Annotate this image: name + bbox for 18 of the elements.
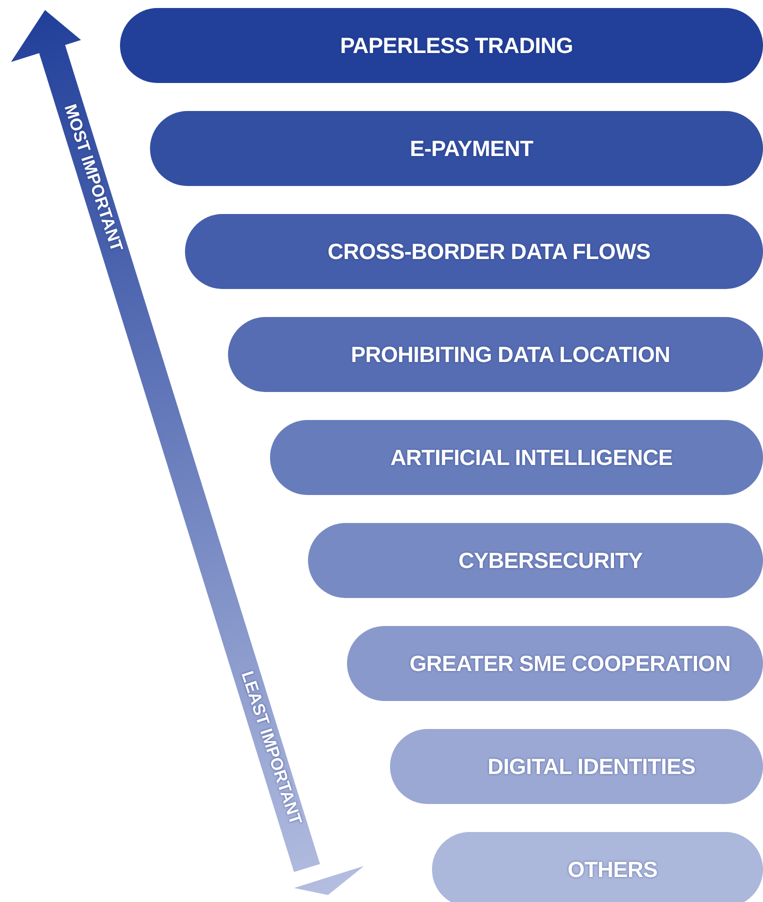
ranked-bar <box>432 832 763 902</box>
ranked-bar <box>228 317 763 392</box>
bar-label: DIGITAL IDENTITIES <box>488 754 696 780</box>
ranked-bar <box>270 420 763 495</box>
bar-label: PROHIBITING DATA LOCATION <box>350 342 670 368</box>
ranked-bar <box>185 214 763 289</box>
bar-label: ARTIFICIAL INTELLIGENCE <box>390 444 673 470</box>
ranked-bar <box>150 111 763 186</box>
ranked-bar <box>347 626 763 701</box>
bar-label: PAPERLESS TRADING <box>340 32 573 58</box>
bar-label: CYBERSECURITY <box>458 548 643 574</box>
bar-label: OTHERS <box>568 856 658 882</box>
ranked-bar <box>120 8 763 83</box>
ranked-bar <box>308 523 763 598</box>
ranked-bar <box>390 729 763 804</box>
bar-label: E-PAYMENT <box>410 136 534 162</box>
bar-label: CROSS-BORDER DATA FLOWS <box>328 238 650 264</box>
bar-label: GREATER SME COOPERATION <box>409 650 731 676</box>
